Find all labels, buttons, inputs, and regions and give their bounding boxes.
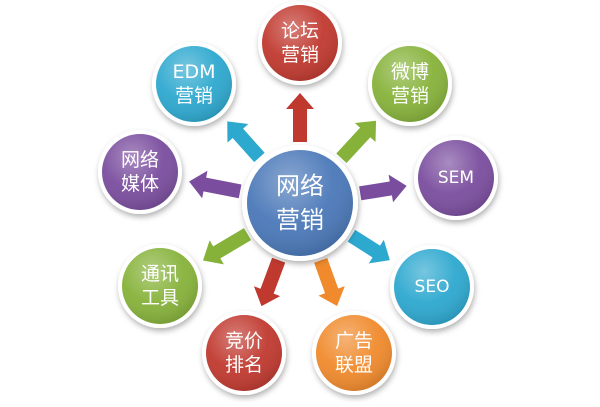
node-shine [316, 315, 392, 391]
node-label-line: 工具 [141, 287, 179, 309]
center-label-line: 营销 [276, 206, 324, 234]
node-shine [394, 249, 470, 325]
node-label-line: SEO [415, 277, 450, 297]
node-shine [156, 46, 232, 122]
node-label-line: 通讯 [141, 263, 179, 285]
node-label-line: 广告 [335, 330, 373, 352]
node-label-line: SEM [438, 168, 474, 188]
node-label-line: 竞价 [225, 330, 263, 352]
arrow-to-im [203, 228, 252, 265]
node-label-line: 论坛 [281, 20, 319, 42]
arrows-layer [189, 93, 407, 307]
center-label-line: 网络 [276, 172, 324, 200]
node-seo: SEO [390, 245, 474, 329]
node-shine [122, 248, 198, 324]
arrow-to-sem [359, 174, 407, 203]
node-label-line: 微博 [391, 61, 429, 83]
arrow-to-ranking [253, 257, 286, 307]
center-shine [247, 150, 353, 256]
node-label-line: 营销 [281, 44, 319, 66]
arrow-to-edm [227, 121, 265, 163]
node-label-line: 联盟 [335, 354, 373, 376]
node-label-line: 排名 [225, 354, 263, 376]
node-label-line: 媒体 [121, 173, 159, 195]
arrow-to-alliance [314, 258, 345, 306]
node-label-line: 营销 [175, 85, 213, 107]
node-shine [418, 140, 494, 216]
node-shine [372, 46, 448, 122]
node-label-line: EDM [172, 61, 215, 83]
node-sem: SEM [414, 136, 498, 220]
node-shine [206, 315, 282, 391]
node-label-line: 营销 [391, 85, 429, 107]
node-shine [262, 5, 338, 81]
arrow-to-forum [286, 93, 314, 142]
arrow-to-weibo [336, 120, 377, 163]
arrow-to-media [189, 170, 242, 199]
node-shine [102, 134, 178, 210]
arrow-to-seo [347, 229, 390, 264]
node-label-line: 网络 [121, 149, 159, 171]
